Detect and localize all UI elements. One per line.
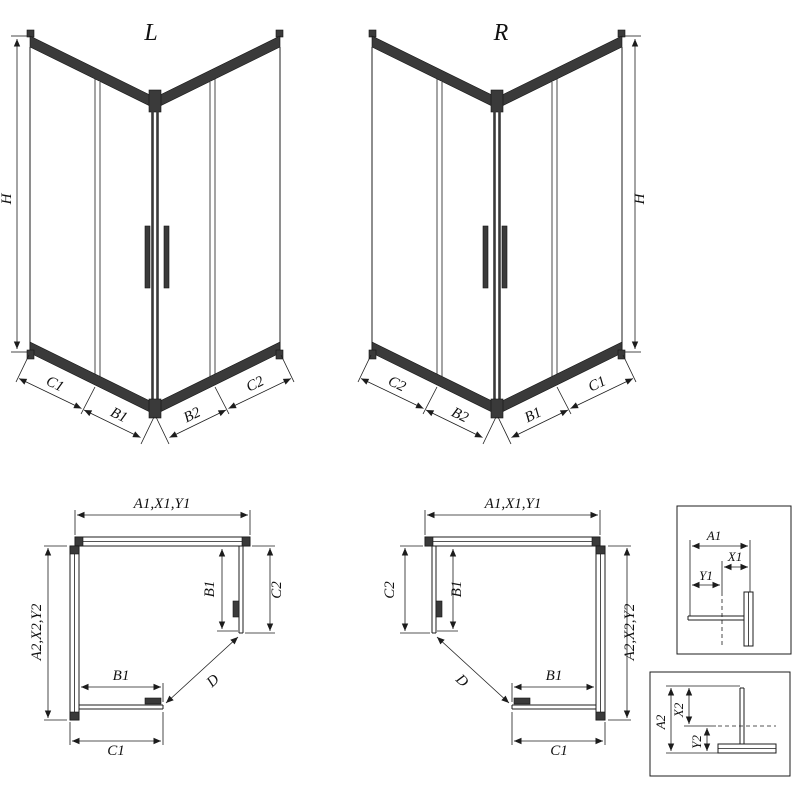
plan-view-left: A1,X1,Y1 A2,X2,Y2 B1 C2 B1 C1 D	[29, 496, 285, 759]
iso-view-left: L H C1 B1 B2 C2	[0, 20, 294, 444]
plan-left-geometry	[44, 510, 275, 745]
dim-label-a2: A2	[653, 714, 668, 730]
dim-label-y1: Y1	[699, 568, 713, 583]
dim-label-b1-vertical: B1	[202, 581, 218, 598]
dim-label-d: D	[203, 671, 223, 691]
detail-frame	[676, 505, 792, 655]
dim-label-c2: C2	[244, 373, 267, 395]
dim-label-c2-vertical: C2	[269, 581, 285, 599]
detail-box-bottom: A2 X2 Y2	[649, 671, 791, 777]
dim-label-h-right: H	[632, 192, 648, 205]
dim-label-b1-horizontal: B1	[113, 668, 130, 684]
dim-label-a1x1y1: A1,X1,Y1	[133, 496, 191, 512]
dim-label-b2: B2	[181, 404, 203, 426]
plan-right-geometry	[400, 510, 631, 745]
dim-label-a1: A1	[706, 528, 721, 543]
dim-label-x1: X1	[727, 549, 742, 564]
dim-label-c1: C1	[43, 373, 66, 395]
dim-label-c2-vertical: C2	[382, 581, 398, 599]
dim-label-c1: C1	[107, 743, 125, 759]
dim-label-c1: C1	[586, 373, 609, 395]
variant-label-left: L	[143, 20, 157, 46]
dim-label-d: D	[452, 671, 472, 691]
dim-label-a2x2y2: A2,X2,Y2	[622, 603, 638, 661]
plan-view-right: A1,X1,Y1 A2,X2,Y2 C2 B1 B1 C1 D	[382, 496, 638, 759]
variant-label-right: R	[493, 20, 509, 46]
iso-view-right: R H C2 B2 B1 C1	[358, 20, 648, 444]
detail-box-top: A1 X1 Y1	[676, 505, 792, 655]
dim-label-b1: B1	[108, 405, 130, 427]
dim-label-c1: C1	[550, 743, 568, 759]
dim-label-b1: B1	[522, 405, 544, 427]
dim-label-b2: B2	[449, 405, 471, 427]
dim-label-h-left: H	[0, 192, 15, 205]
dim-label-b1-horizontal: B1	[546, 668, 563, 684]
dim-label-a1x1y1: A1,X1,Y1	[484, 496, 542, 512]
dim-label-b1-vertical: B1	[449, 581, 465, 598]
dim-label-c2: C2	[385, 373, 408, 395]
dim-label-x2: X2	[671, 702, 686, 718]
dim-label-a2x2y2: A2,X2,Y2	[29, 603, 45, 661]
dim-label-y2: Y2	[689, 735, 704, 749]
